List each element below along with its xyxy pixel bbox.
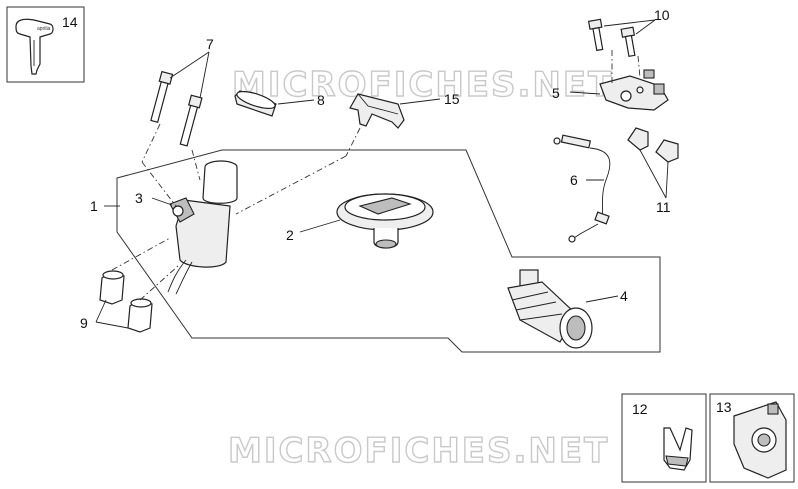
part-6-cable: 6	[553, 134, 611, 243]
part-5-latch: 5	[552, 69, 669, 111]
box-13: 13	[709, 393, 795, 483]
key-icon: aprilia	[15, 18, 54, 75]
watermark-top: MICROFICHES.NET	[232, 65, 613, 105]
part-15-bracket: 15	[349, 91, 460, 129]
callout-12: 12	[632, 401, 648, 417]
callout-5: 5	[552, 85, 560, 101]
callout-2: 2	[286, 227, 294, 243]
assembly-center-lines	[111, 50, 641, 301]
part-7-screws: 7	[150, 36, 214, 147]
callout-13: 13	[716, 399, 732, 415]
assembly-outline	[116, 149, 661, 353]
callout-7: 7	[206, 36, 214, 52]
part-1-ignition-lock: 1 3	[90, 160, 238, 295]
callout-11: 11	[656, 199, 671, 215]
part-9-bushings: 9	[80, 270, 153, 333]
callout-14: 14	[62, 14, 78, 30]
part-11-clips: 11	[627, 127, 679, 215]
key-logo: aprilia	[37, 26, 51, 32]
box-12: 12	[621, 393, 707, 483]
callout-10: 10	[654, 7, 670, 23]
callout-8: 8	[317, 92, 325, 108]
callout-1: 1	[90, 198, 98, 214]
part-8-ring: 8	[234, 90, 325, 117]
watermark-bottom: MICROFICHES.NET	[228, 431, 609, 471]
part-4-seat-lock: 4	[507, 269, 628, 349]
callout-6: 6	[570, 172, 578, 188]
box-14: aprilia 14	[6, 6, 85, 83]
callout-4: 4	[620, 288, 628, 304]
callout-15: 15	[444, 91, 460, 107]
callout-9: 9	[80, 315, 88, 331]
part-2-fuel-cap: 2	[286, 193, 434, 249]
callout-3: 3	[135, 190, 143, 206]
part-10-screws: 10	[587, 7, 670, 58]
